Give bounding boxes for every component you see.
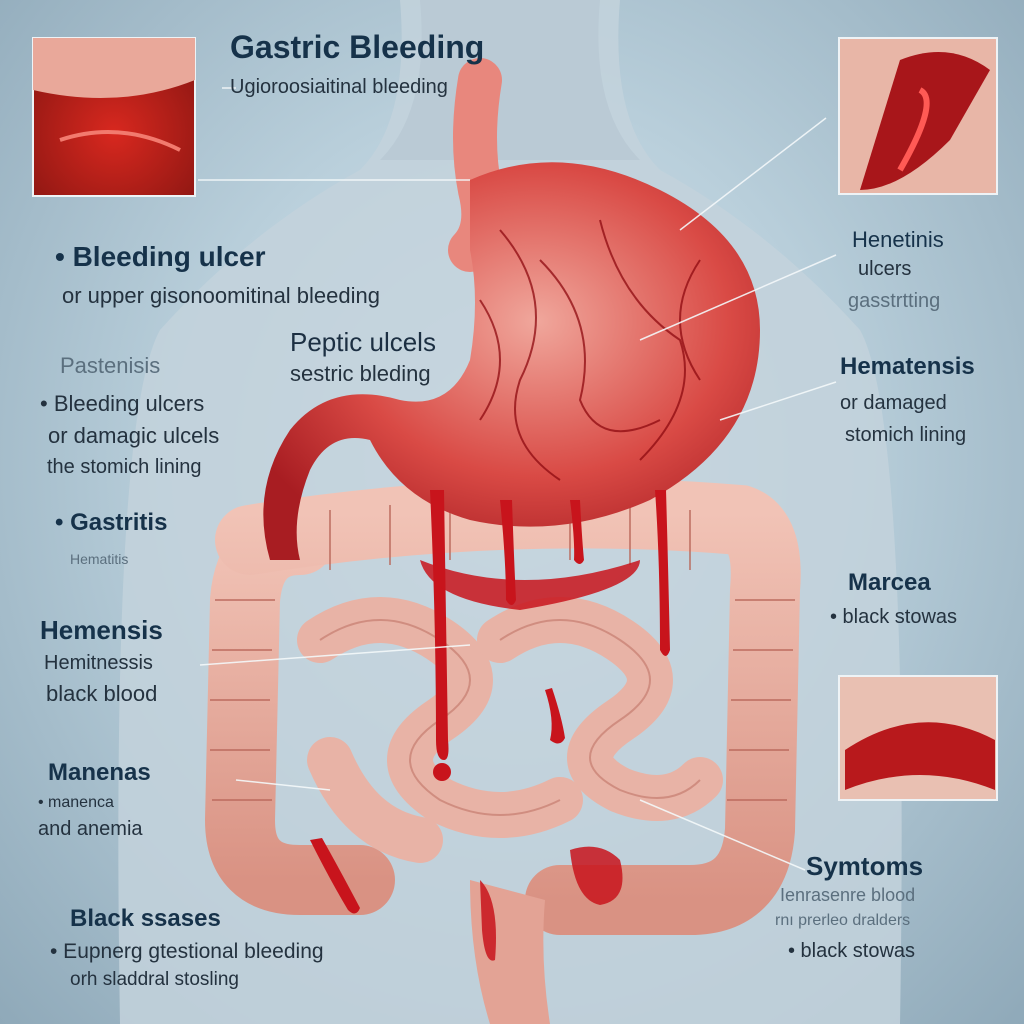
label-bleeding-ulcer: • Bleeding ulcer (55, 241, 266, 272)
leader-lines (198, 87, 837, 871)
label-stosling: orh sladdral stosling (70, 969, 239, 990)
label-gastritis: • Gastritis (55, 509, 168, 536)
label-stomach-lining: the stomich lining (47, 456, 202, 478)
label-hematensis: Hematensis (840, 353, 975, 380)
label-peptic-ulcels: Peptic ulcels (290, 327, 436, 357)
label-pastenisis: Pastenisis (60, 353, 161, 378)
label-black-ssases: Black ssases (70, 905, 221, 932)
stomach (263, 58, 760, 560)
inset-top-left (32, 37, 196, 197)
inset-bottom-right (838, 675, 998, 801)
label-manenca: • manenca (38, 794, 114, 811)
label-black-stowas: • black stowas (830, 606, 958, 628)
label-ulcers: ulcers (858, 258, 912, 280)
label-sestric-bleding: sestric bleding (290, 361, 431, 386)
label-marcea: Marcea (848, 569, 931, 596)
label-gastritis-sub: Hematitis (70, 551, 129, 567)
label-bleeding-ulcers: • Bleeding ulcers (40, 391, 205, 416)
label-black-blood: black blood (46, 681, 158, 706)
label-manenas: Manenas (48, 759, 151, 786)
blood-drips (310, 490, 670, 961)
label-symptom-1: Ienrasenre blood (780, 885, 916, 905)
page-title: Gastric Bleeding (230, 29, 485, 65)
label-hemitnessis: Hemitnessis (44, 652, 153, 674)
label-symptoms: Symtoms (806, 851, 924, 881)
label-eupnerg: • Eupnerg gtestional bleeding (50, 940, 324, 963)
label-damagic-ulcels: or damagic ulcels (48, 423, 220, 448)
label-gasstrtting: gasstrtting (848, 290, 941, 312)
label-henetinis: Henetinis (852, 227, 944, 252)
label-or-damaged: or damaged (840, 392, 947, 414)
label-and-anemia: and anemia (38, 818, 143, 840)
label-bleeding-ulcer-sub: or upper gisonoomitinal bleeding (62, 283, 380, 308)
inset-top-right (838, 37, 998, 195)
label-hemensis: Hemensis (40, 615, 163, 645)
label-symptom-2: rnı prerleo dralders (775, 912, 911, 929)
label-symptom-3: • black stowas (788, 940, 916, 962)
page-subtitle: Ugioroosiaitinal bleeding (230, 76, 448, 98)
label-stomich-lining: stomich lining (845, 424, 967, 446)
